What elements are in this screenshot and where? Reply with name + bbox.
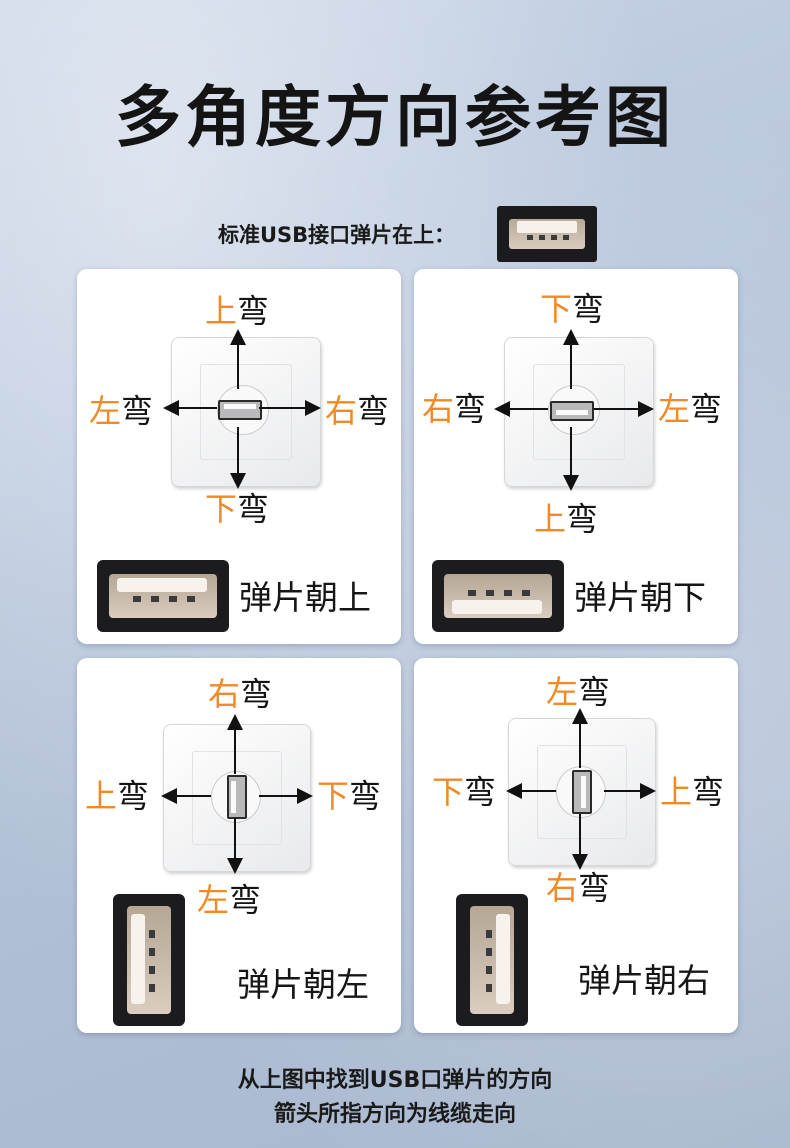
usb-socket-tongue-left bbox=[113, 894, 185, 1026]
panel-tongue-up: 上弯 左弯 右弯 下弯 弹片朝上 bbox=[77, 269, 401, 644]
usb-port-icon bbox=[550, 401, 594, 421]
direction-label-right: 下弯 bbox=[317, 777, 382, 815]
direction-label-bottom: 右弯 bbox=[546, 869, 611, 907]
footer-line-2: 箭头所指方向为线缆走向 bbox=[273, 1102, 516, 1127]
direction-label-top: 上弯 bbox=[205, 292, 270, 330]
standard-usb-socket-image bbox=[497, 206, 597, 262]
page-title: 多角度方向参考图 bbox=[115, 79, 675, 156]
direction-arrows bbox=[161, 714, 313, 874]
panel-tongue-down: 下弯 右弯 左弯 上弯 弹片朝下 bbox=[414, 269, 738, 644]
direction-arrows bbox=[506, 708, 656, 870]
tongue-direction-label: 弹片朝右 bbox=[578, 961, 710, 1000]
tongue-direction-label: 弹片朝上 bbox=[239, 578, 371, 617]
direction-label-bottom: 左弯 bbox=[197, 881, 262, 919]
direction-label-right: 右弯 bbox=[325, 392, 390, 430]
usb-port-icon bbox=[218, 400, 262, 420]
direction-label-left: 下弯 bbox=[432, 773, 497, 811]
usb-port-icon bbox=[572, 770, 592, 814]
usb-socket-tongue-down bbox=[432, 560, 564, 632]
tongue-direction-label: 弹片朝左 bbox=[237, 965, 369, 1004]
direction-label-left: 上弯 bbox=[85, 777, 150, 815]
usb-socket-tongue-right bbox=[456, 894, 528, 1026]
direction-label-right: 左弯 bbox=[658, 390, 723, 428]
direction-label-left: 左弯 bbox=[89, 392, 154, 430]
direction-arrows bbox=[163, 329, 321, 489]
direction-label-left: 右弯 bbox=[422, 390, 487, 428]
tongue-direction-label: 弹片朝下 bbox=[574, 578, 706, 617]
direction-label-top: 下弯 bbox=[540, 290, 605, 328]
direction-arrows bbox=[494, 329, 654, 491]
footer-line-1: 从上图中找到USB口弹片的方向 bbox=[237, 1068, 553, 1093]
direction-label-top: 左弯 bbox=[546, 673, 611, 711]
usb-port-icon bbox=[227, 775, 247, 819]
panel-tongue-left: 右弯 上弯 下弯 左弯 弹片朝左 bbox=[77, 658, 401, 1033]
direction-label-bottom: 上弯 bbox=[534, 500, 599, 538]
standard-usb-label: 标准USB接口弹片在上： bbox=[218, 223, 456, 247]
direction-label-right: 上弯 bbox=[660, 773, 725, 811]
usb-socket-tongue-up bbox=[97, 560, 229, 632]
direction-label-bottom: 下弯 bbox=[205, 490, 270, 528]
direction-label-top: 右弯 bbox=[208, 675, 273, 713]
panel-tongue-right: 左弯 下弯 上弯 右弯 弹片朝右 bbox=[414, 658, 738, 1033]
